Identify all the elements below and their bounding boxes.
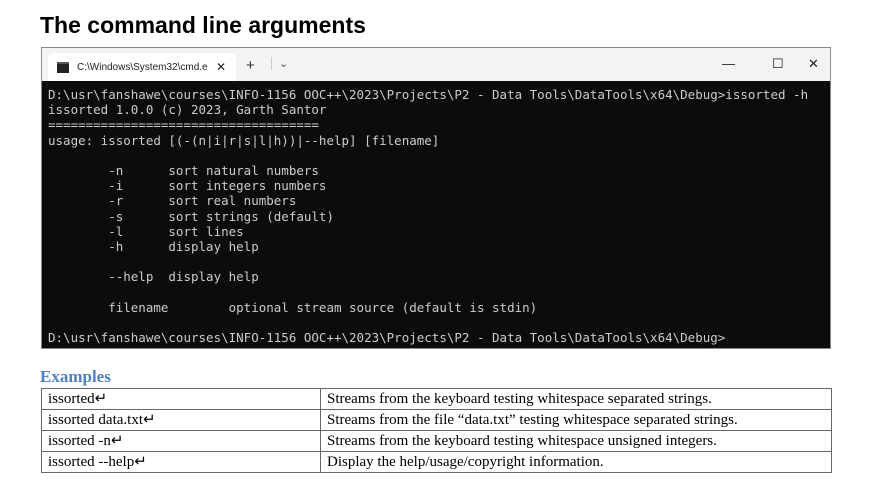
terminal-line: D:\usr\fanshawe\courses\INFO-1156 OOC++\… (48, 330, 726, 346)
command-cell: issorted↵ (41, 388, 321, 410)
examples-heading: Examples (40, 367, 111, 386)
terminal-line: --help display help (48, 269, 259, 285)
terminal-line: -l sort lines (48, 223, 244, 239)
terminal-line: issorted 1.0.0 (c) 2023, Garth Santor (48, 102, 327, 118)
description-cell: Streams from the keyboard testing whites… (320, 430, 832, 452)
close-button[interactable]: ✕ (808, 56, 819, 71)
terminal-line: ​ (48, 254, 830, 269)
terminal-line: filename optional stream source (default… (48, 299, 538, 315)
description-cell: Streams from the file “data.txt” testing… (320, 409, 832, 431)
command-cell: issorted data.txt↵ (41, 409, 321, 431)
new-tab-button[interactable]: + (246, 57, 255, 74)
maximize-button[interactable]: ☐ (772, 56, 784, 71)
terminal-line: ​ (48, 285, 830, 300)
table-row: issorted data.txt↵Streams from the file … (41, 409, 832, 431)
table-row: issorted --help↵Display the help/usage/c… (41, 451, 832, 473)
tab-close-icon[interactable]: ✕ (215, 60, 226, 74)
terminal-line: ​ (48, 315, 830, 330)
command-cell: issorted -n↵ (41, 430, 321, 452)
terminal-window: C:\Windows\System32\cmd.e ✕ + ⌄ — ☐ ✕ D:… (41, 47, 831, 349)
terminal-output[interactable]: D:\usr\fanshawe\courses\INFO-1156 OOC++\… (42, 81, 830, 345)
examples-table: issorted↵Streams from the keyboard testi… (41, 388, 832, 473)
table-row: issorted↵Streams from the keyboard testi… (41, 388, 832, 410)
terminal-line: -i sort integers numbers (48, 178, 327, 194)
tab-title: C:\Windows\System32\cmd.e (77, 61, 208, 73)
description-cell: Streams from the keyboard testing whites… (320, 388, 832, 410)
dropdown-button[interactable]: ⌄ (271, 57, 288, 70)
terminal-line: -r sort real numbers (48, 193, 297, 209)
terminal-line: -h display help (48, 239, 259, 255)
table-row: issorted -n↵Streams from the keyboard te… (41, 430, 832, 452)
minimize-button[interactable]: — (722, 56, 735, 71)
terminal-line: ​ (48, 148, 830, 163)
terminal-line: -n sort natural numbers (48, 163, 319, 179)
description-cell: Display the help/usage/copyright informa… (320, 451, 832, 473)
command-cell: issorted --help↵ (41, 451, 321, 473)
page-title: The command line arguments (40, 12, 366, 38)
terminal-line: usage: issorted [(-(n|i|r|s|l|h))|--help… (48, 132, 440, 148)
terminal-line: -s sort strings (default) (48, 208, 334, 224)
cmd-icon (57, 61, 69, 73)
terminal-line: D:\usr\fanshawe\courses\INFO-1156 OOC++\… (48, 87, 809, 102)
terminal-line: ==================================== (48, 117, 319, 133)
tab-cmd[interactable]: C:\Windows\System32\cmd.e ✕ (48, 53, 236, 81)
tab-bar: C:\Windows\System32\cmd.e ✕ + ⌄ — ☐ ✕ (42, 48, 830, 81)
